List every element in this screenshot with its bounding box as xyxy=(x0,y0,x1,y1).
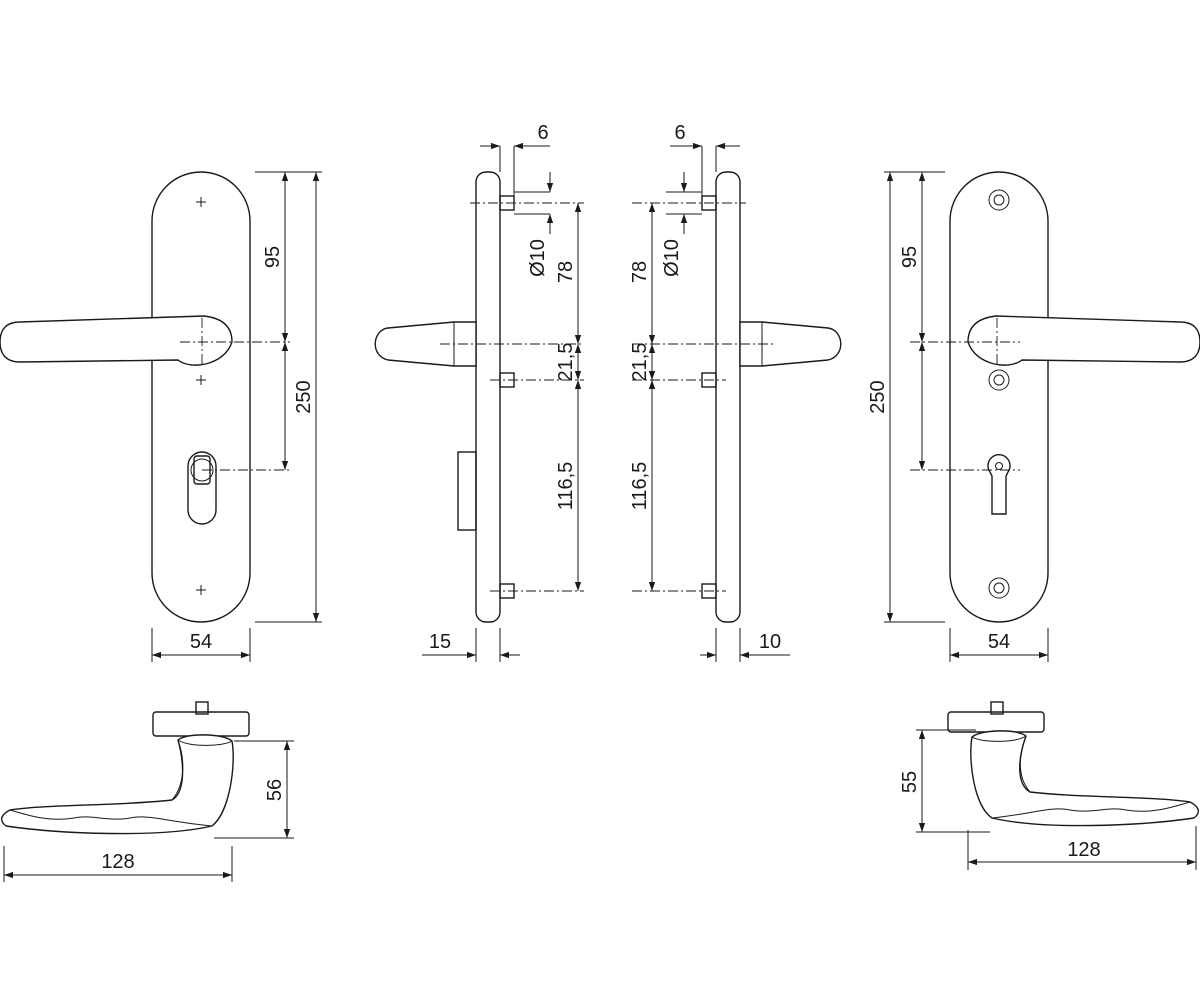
side-view-right: 6 Ø10 78 21,5 116,5 10 xyxy=(629,122,842,662)
dim-95-right: 95 xyxy=(899,246,921,268)
dim-78-left: 78 xyxy=(555,261,577,283)
side-view-left: 6 Ø10 78 21,5 116,5 15 xyxy=(374,122,584,662)
dim-21-5-left: 21,5 xyxy=(555,343,577,382)
top-view-left: 56 128 xyxy=(0,701,294,882)
dim-dia10-left: Ø10 xyxy=(527,239,549,277)
dim-6-left: 6 xyxy=(537,122,548,144)
front-view-left: 95 250 54 xyxy=(0,171,322,662)
dim-95-left: 95 xyxy=(262,246,284,268)
dim-dia10-right: Ø10 xyxy=(661,239,683,277)
dim-56: 56 xyxy=(264,779,286,801)
dim-15: 15 xyxy=(429,631,451,653)
dim-250-right: 250 xyxy=(867,380,889,413)
dim-116-5-right: 116,5 xyxy=(629,462,651,511)
dim-55: 55 xyxy=(899,771,921,793)
dim-128-left: 128 xyxy=(101,851,134,873)
dim-6-right: 6 xyxy=(674,122,685,144)
dim-54-right: 54 xyxy=(988,631,1010,653)
front-view-right: 95 250 54 xyxy=(867,171,1200,662)
top-view-right: 55 128 xyxy=(899,701,1200,870)
dim-10: 10 xyxy=(759,631,781,653)
dim-250-left: 250 xyxy=(293,380,315,413)
dim-21-5-right: 21,5 xyxy=(629,343,651,382)
dim-116-5-left: 116,5 xyxy=(555,462,577,511)
dim-128-right: 128 xyxy=(1067,839,1100,861)
dim-78-right: 78 xyxy=(629,261,651,283)
dim-54-left: 54 xyxy=(190,631,212,653)
